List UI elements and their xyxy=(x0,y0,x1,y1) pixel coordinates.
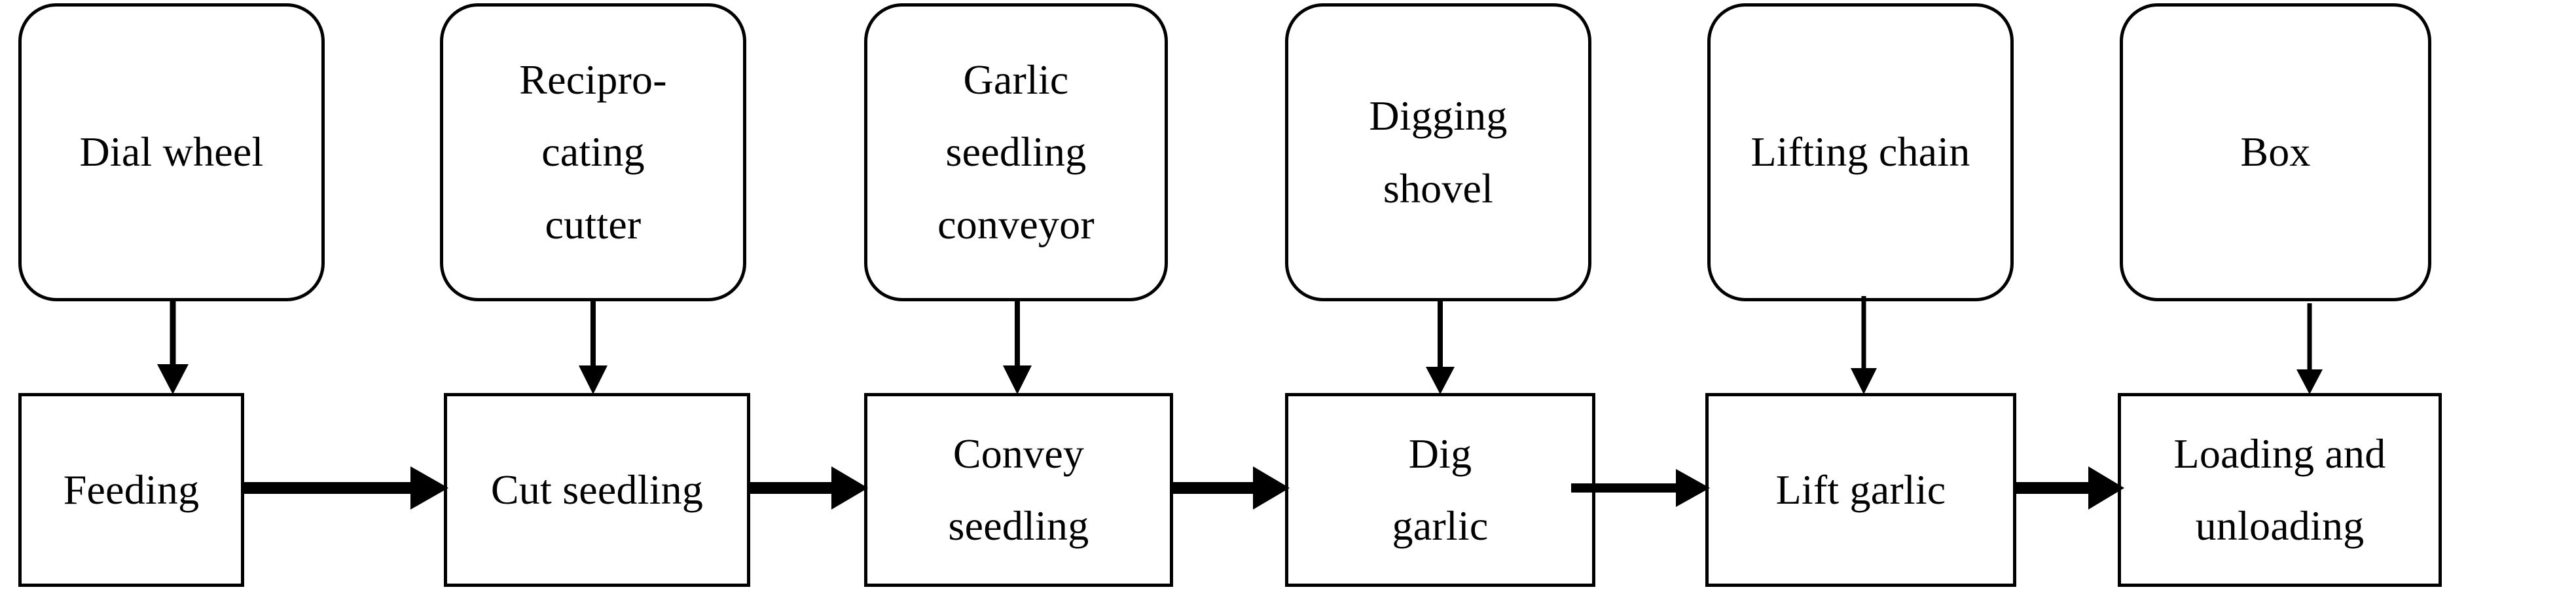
node-line: cutter xyxy=(545,200,642,248)
component-node-box[interactable]: Box xyxy=(2120,3,2431,301)
component-node-dial-wheel[interactable]: Dial wheel xyxy=(18,3,325,301)
arrow-head xyxy=(1426,367,1455,394)
arrow-head xyxy=(410,466,448,510)
arrow-shaft xyxy=(1571,483,1679,493)
arrow-shaft xyxy=(590,301,596,373)
node-line: Box xyxy=(2240,128,2311,176)
component-node-digging-shovel[interactable]: Digging shovel xyxy=(1285,3,1591,301)
arrow-lifting-chain-to-lift-garlic xyxy=(1851,296,1877,394)
arrow-head xyxy=(1676,469,1710,507)
node-line: seedling xyxy=(948,502,1089,549)
node-line: Dig xyxy=(1408,430,1472,477)
arrow-lift-garlic-to-loading-and-unloading xyxy=(2016,466,2124,510)
arrow-box-to-loading-and-unloading xyxy=(2296,303,2323,394)
component-node-lifting-chain[interactable]: Lifting chain xyxy=(1707,3,2014,301)
node-line: unloading xyxy=(2195,502,2365,549)
component-node-reciprocating-cutter[interactable]: Recipro- cating cutter xyxy=(440,3,746,301)
arrow-head xyxy=(831,466,868,510)
arrow-head xyxy=(579,365,608,394)
node-line: Digging xyxy=(1369,92,1508,140)
arrow-garlic-seedling-conveyor-to-convey-seedling xyxy=(1003,301,1032,394)
node-line: conveyor xyxy=(937,200,1095,248)
arrow-shaft xyxy=(244,482,416,494)
operation-node-lift-garlic[interactable]: Lift garlic xyxy=(1705,393,2016,587)
arrow-dial-wheel-to-feeding xyxy=(157,301,189,394)
node-line: Cut seedling xyxy=(490,466,704,513)
node-line: Recipro- xyxy=(519,56,667,103)
node-line: Convey xyxy=(952,430,1085,477)
component-node-garlic-seedling-conveyor[interactable]: Garlic seedling conveyor xyxy=(864,3,1168,301)
arrow-head xyxy=(1851,368,1877,394)
operation-node-feeding[interactable]: Feeding xyxy=(18,393,244,587)
arrow-convey-seedling-to-dig-garlic xyxy=(1173,466,1290,510)
arrow-digging-shovel-to-dig-garlic xyxy=(1426,301,1455,394)
operation-node-loading-and-unloading[interactable]: Loading and unloading xyxy=(2118,393,2442,587)
node-line: seedling xyxy=(945,128,1087,176)
node-line: Loading and xyxy=(2173,430,2386,477)
arrow-feeding-to-cut-seedling xyxy=(244,466,448,510)
arrow-head xyxy=(1003,365,1032,394)
node-line: Lift garlic xyxy=(1775,466,1946,513)
arrow-shaft xyxy=(1438,301,1443,375)
node-line: Lifting chain xyxy=(1751,128,1970,176)
operation-node-dig-garlic[interactable]: Dig garlic xyxy=(1285,393,1595,587)
node-line: Dial wheel xyxy=(79,128,264,176)
arrow-head xyxy=(2088,466,2124,510)
arrow-head xyxy=(2296,369,2323,394)
node-line: cating xyxy=(541,128,645,176)
operation-node-convey-seedling[interactable]: Convey seedling xyxy=(864,393,1173,587)
arrow-shaft xyxy=(750,482,835,494)
arrow-dig-garlic-to-lift-garlic xyxy=(1571,469,1710,507)
arrow-cut-seedling-to-convey-seedling xyxy=(750,466,868,510)
arrow-shaft xyxy=(2016,482,2094,494)
arrow-head xyxy=(157,364,189,394)
node-line: shovel xyxy=(1383,164,1494,212)
arrow-reciprocating-cutter-to-cut-seedling xyxy=(579,301,608,394)
arrow-shaft xyxy=(170,301,176,372)
arrow-shaft xyxy=(1861,296,1866,375)
arrow-shaft xyxy=(2307,303,2312,375)
arrow-shaft xyxy=(1173,482,1257,494)
arrow-head xyxy=(1253,466,1290,510)
operation-node-cut-seedling[interactable]: Cut seedling xyxy=(444,393,750,587)
arrow-shaft xyxy=(1015,301,1020,373)
node-line: garlic xyxy=(1392,502,1489,549)
node-line: Garlic xyxy=(963,56,1069,103)
node-line: Feeding xyxy=(63,466,200,513)
